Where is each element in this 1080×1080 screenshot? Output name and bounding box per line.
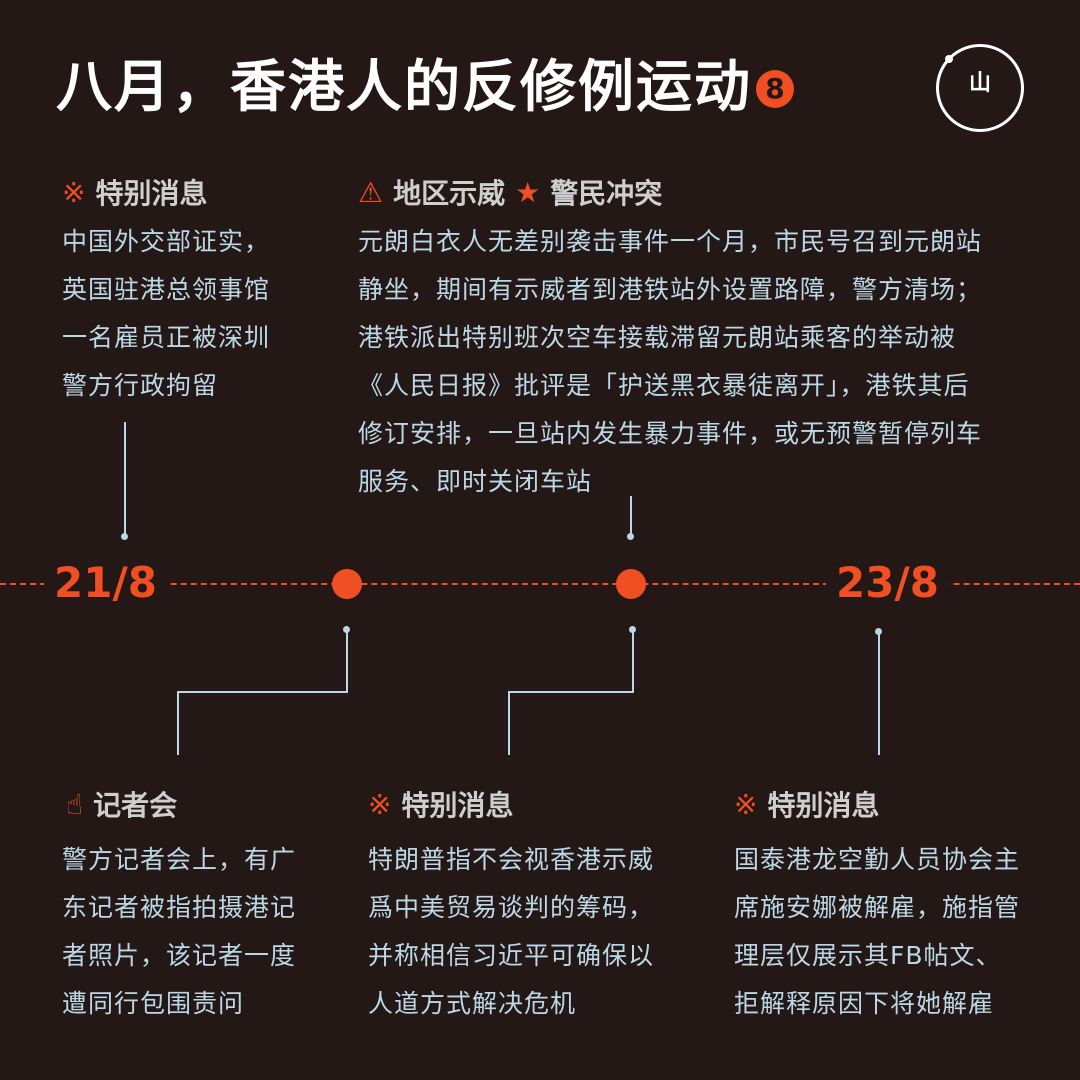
event-top-right-body: 元朗白衣人无差别袭击事件一个月，市民号召到元朗站 静坐，期间有示威者到港铁站外设… (358, 218, 1058, 506)
connector-dot (627, 533, 634, 540)
body-line: 国泰港龙空勤人员协会主 (734, 845, 1021, 874)
event-bottom-middle-body: 特朗普指不会视香港示威 爲中美贸易谈判的筹码， 并称相信习近平可确保以 人道方式… (368, 836, 698, 1028)
connector-dot (121, 533, 128, 540)
event-top-left-heading: ※ 特别消息 (62, 172, 207, 212)
body-line: 中国外交部证实， (62, 227, 271, 256)
body-line: 理层仅展示其FB帖文、 (734, 941, 1002, 970)
event-top-left-body: 中国外交部证实， 英国驻港总领事馆 一名雇员正被深圳 警方行政拘留 (62, 218, 332, 410)
event-bottom-left-body: 警方记者会上，有广 东记者被指拍摄港记 者照片，该记者一度 遭同行包围责问 (62, 836, 342, 1028)
date-label-21-8: 21/8 (44, 558, 168, 608)
connector-line (346, 630, 348, 692)
event-bottom-right-body: 国泰港龙空勤人员协会主 席施安娜被解雇，施指管 理层仅展示其FB帖文、 拒解释原… (734, 836, 1064, 1028)
body-line: 英国驻港总领事馆 (62, 275, 271, 304)
body-line: 警方记者会上，有广 (62, 845, 297, 874)
body-line: 港铁派出特别班次空车接载滞留元朗站乘客的举动被 (358, 323, 957, 352)
body-line: 并称相信习近平可确保以 (368, 941, 655, 970)
body-line: 席施安娜被解雇，施指管 (734, 893, 1021, 922)
connector-dot (629, 626, 636, 633)
connector-line (632, 630, 634, 692)
reference-mark-icon: ※ (62, 175, 86, 209)
body-line: 特朗普指不会视香港示威 (368, 845, 655, 874)
reference-mark-icon: ※ (368, 787, 392, 821)
event-bottom-right-heading: ※ 特别消息 (734, 784, 879, 824)
heading-text-2: 警民冲突 (550, 177, 663, 210)
connector-line (630, 496, 632, 536)
body-line: 拒解释原因下将她解雇 (734, 989, 995, 1018)
heading-text: 特别消息 (401, 789, 514, 822)
title-text: 八月，香港人的反修例运动 (56, 55, 752, 120)
body-line: 者照片，该记者一度 (62, 941, 297, 970)
heading-text: 特别消息 (95, 177, 208, 210)
body-line: 服务、即时关闭车站 (358, 467, 593, 496)
body-line: 东记者被指拍摄港记 (62, 893, 297, 922)
timeline-marker (332, 569, 362, 599)
body-line: 爲中美贸易谈判的筹码， (368, 893, 655, 922)
body-line: 人道方式解决危机 (368, 989, 577, 1018)
timeline-marker (616, 569, 646, 599)
body-line: 警方行政拘留 (62, 371, 219, 400)
body-line: 元朗白衣人无差别袭击事件一个月，市民号召到元朗站 (358, 227, 983, 256)
heading-text: 记者会 (93, 789, 178, 822)
pointing-hand-icon: ☝ (66, 787, 84, 821)
body-line: 遭同行包围责问 (62, 989, 245, 1018)
event-top-right-heading: ⚠ 地区示威 ★ 警民冲突 (358, 172, 662, 212)
star-icon: ★ (515, 175, 541, 209)
connector-line (124, 422, 126, 536)
connector-dot (343, 626, 350, 633)
timeline-axis (0, 583, 1080, 585)
heading-text: 地区示威 (393, 177, 506, 210)
event-bottom-left-heading: ☝ 记者会 (66, 784, 177, 824)
connector-dot (875, 628, 882, 635)
body-line: 静坐，期间有示威者到港铁站外设置路障，警方清场； (358, 275, 983, 304)
body-line: 一名雇员正被深圳 (62, 323, 271, 352)
logo-text: 山 (968, 71, 991, 96)
body-line: 《人民日报》批评是「护送黑衣暴徒离开」，港铁其后 (358, 371, 970, 400)
logo: 山 (936, 44, 1024, 132)
warning-icon: ⚠ (358, 175, 384, 209)
reference-mark-icon: ※ (734, 787, 758, 821)
connector-line (177, 691, 348, 693)
connector-line (508, 691, 634, 693)
connector-line (508, 691, 510, 755)
connector-line (177, 691, 179, 755)
date-label-23-8: 23/8 (826, 558, 950, 608)
body-line: 修订安排，一旦站内发生暴力事件，或无预警暂停列车 (358, 419, 983, 448)
logo-dot-icon (945, 55, 953, 63)
connector-line (878, 632, 880, 755)
heading-text: 特别消息 (767, 789, 880, 822)
title-number-badge: 8 (756, 70, 794, 108)
event-bottom-middle-heading: ※ 特别消息 (368, 784, 513, 824)
